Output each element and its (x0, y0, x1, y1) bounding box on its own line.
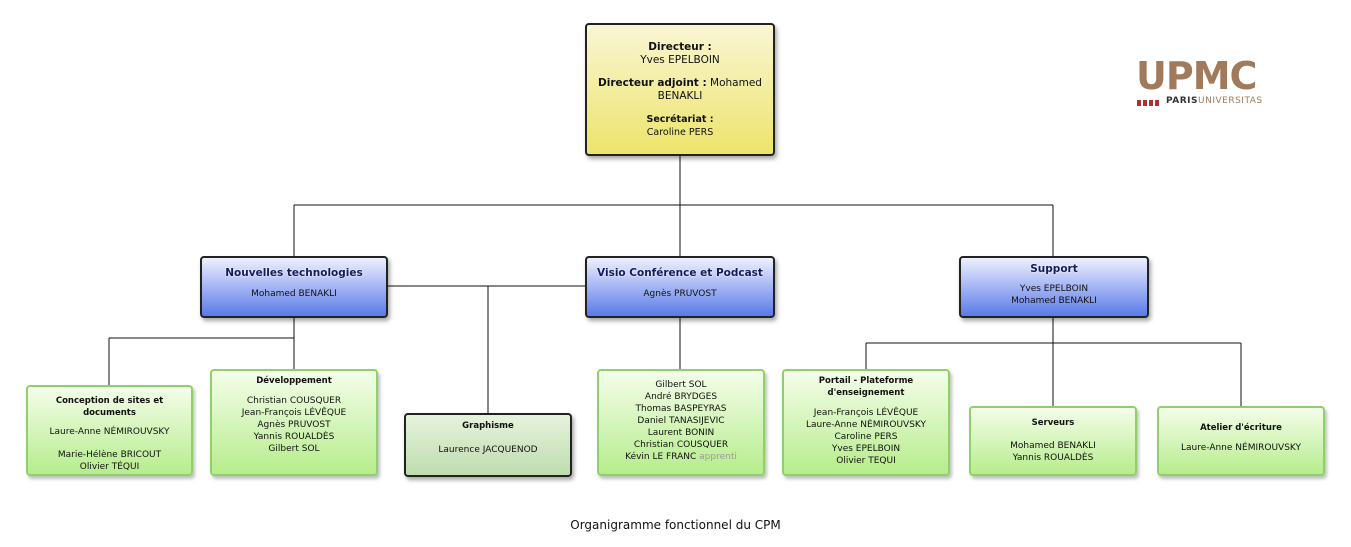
person: Olivier TEQUI (836, 456, 896, 466)
department-nouvelles-technologies: Nouvelles technologies Mohamed BENAKLI (200, 256, 388, 318)
secretariat-name: Caroline PERS (646, 127, 714, 138)
person: Laure-Anne NÉMIROUVSKY (49, 427, 170, 437)
logo-universitas: UNIVERSITAS (1198, 96, 1263, 106)
team-developpement: Développement Christian COUSQUER Jean-Fr… (210, 369, 378, 476)
deputy-title: Directeur adjoint : (598, 77, 707, 89)
upmc-logo: UPMC PARISUNIVERSITAS (1136, 56, 1274, 110)
team-graphisme: Graphisme Laurence JACQUENOD (404, 413, 572, 477)
team-atelier-ecriture: Atelier d'écriture Laure-Anne NÉMIROUVSK… (1157, 406, 1325, 476)
team-conception: Conception de sites et documents Laure-A… (26, 385, 193, 476)
team-portail: Portail - Plateforme d'enseignement Jean… (782, 369, 950, 476)
team-title: Portail - Plateforme (818, 376, 914, 386)
person: Mohamed BENAKLI (1011, 296, 1097, 306)
person: Laurent BONIN (647, 428, 715, 438)
team-title: Serveurs (1031, 418, 1075, 428)
person: Yannis ROUALDÈS (1012, 453, 1094, 463)
person: Christian COUSQUER (633, 440, 729, 450)
team-title: Conception de sites et documents (55, 396, 164, 418)
logo-wordmark: UPMC (1136, 54, 1257, 98)
apprentice-note: apprenti (699, 452, 737, 462)
person: Olivier TÉQUI (79, 462, 140, 472)
person: Yves EPELBOIN (1019, 284, 1089, 294)
person: Gilbert SOL (655, 380, 707, 390)
department-title: Visio Conférence et Podcast (597, 267, 763, 279)
person: Gilbert SOL (268, 444, 320, 454)
department-title: Support (1030, 263, 1078, 275)
person: Laure-Anne NÉMIROUVSKY (806, 420, 926, 430)
director-title: Directeur : (648, 41, 712, 53)
person: Mohamed BENAKLI (251, 289, 337, 299)
deputy-name-last: BENAKLI (657, 90, 703, 102)
diagram-caption: Organigramme fonctionnel du CPM (570, 518, 781, 532)
person: Laurence JACQUENOD (438, 445, 538, 455)
logo-bars-icon (1137, 100, 1159, 106)
team-title: Graphisme (462, 421, 514, 431)
person: Daniel TANASIJEVIC (637, 416, 725, 426)
person: Yannis ROUALDÈS (253, 432, 335, 442)
person: André BRYDGES (644, 392, 718, 402)
team-serveurs: Serveurs Mohamed BENAKLI Yannis ROUALDÈS (969, 406, 1137, 476)
department-visio-conference: Visio Conférence et Podcast Agnès PRUVOS… (585, 256, 775, 318)
person: Marie-Hélène BRICOUT (57, 450, 162, 460)
person: Agnès PRUVOST (643, 289, 717, 299)
person: Kévin LE FRANC (625, 452, 697, 462)
director-name: Yves EPELBOIN (640, 54, 720, 66)
logo-paris: PARIS (1166, 96, 1198, 106)
team-visio: Gilbert SOL André BRYDGES Thomas BASPEYR… (597, 369, 765, 476)
person: Jean-François LÉVÊQUE (241, 408, 347, 418)
team-title-2: d'enseignement (827, 388, 905, 398)
person: Mohamed BENAKLI (1010, 441, 1096, 451)
department-title: Nouvelles technologies (225, 267, 363, 279)
person: Laure-Anne NÉMIROUVSKY (1181, 443, 1301, 453)
secretariat-title: Secrétariat : (646, 114, 714, 125)
team-title: Développement (256, 376, 332, 386)
person: Jean-François LÉVÊQUE (813, 408, 919, 418)
person: Agnès PRUVOST (257, 420, 331, 430)
person: Caroline PERS (834, 432, 898, 442)
team-title: Atelier d'écriture (1200, 423, 1282, 433)
department-support: Support Yves EPELBOIN Mohamed BENAKLI (959, 256, 1149, 318)
direction-box: Directeur : Yves EPELBOIN Directeur adjo… (585, 23, 775, 156)
deputy-name-first: Mohamed (710, 77, 762, 89)
person: Thomas BASPEYRAS (635, 404, 727, 414)
person: Christian COUSQUER (246, 396, 342, 406)
person: Yves EPELBOIN (831, 444, 901, 454)
